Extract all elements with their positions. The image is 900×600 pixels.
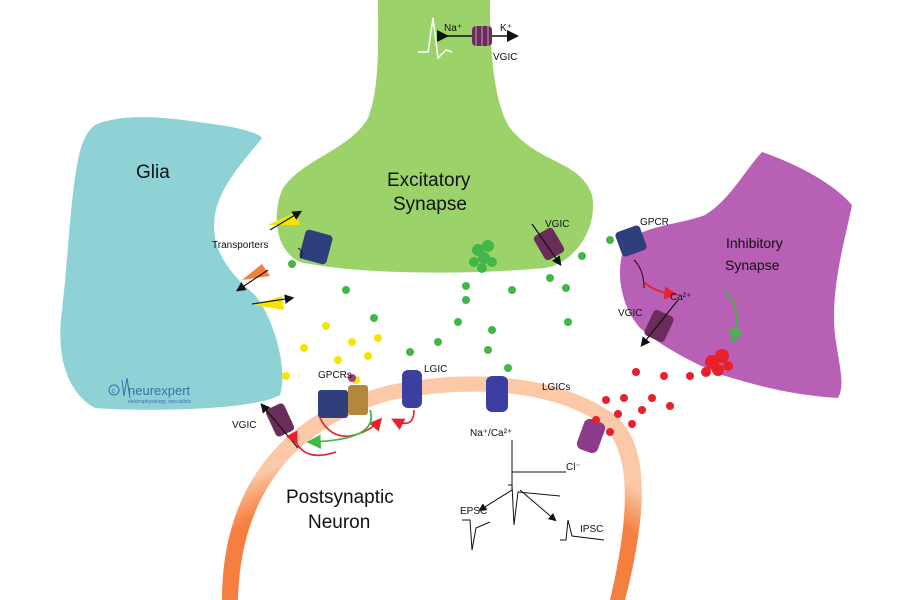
ipsc-label: IPSC bbox=[580, 524, 603, 535]
gpcrs-label: GPCRs bbox=[318, 370, 352, 381]
purple-dot bbox=[348, 374, 356, 382]
gaba-vesicle bbox=[701, 349, 733, 377]
excitatory-label-line2: Synapse bbox=[393, 194, 467, 215]
logo-text: neurexpert bbox=[128, 383, 191, 398]
yellow-ligand-molecules bbox=[282, 322, 382, 384]
postsynaptic-label-line1: Postsynaptic bbox=[286, 487, 394, 508]
transporter-yellow-top bbox=[268, 210, 303, 231]
ca-cycle-arrow bbox=[724, 289, 744, 344]
lgic-central bbox=[486, 376, 508, 412]
action-potential-trace bbox=[418, 17, 453, 60]
current-branch-lines bbox=[478, 440, 566, 522]
top-vgic bbox=[437, 26, 519, 46]
vgic-inhibitory-label: VGIC bbox=[618, 308, 642, 319]
gpcr-inhibitory bbox=[615, 225, 678, 300]
vgic-top-label: VGIC bbox=[493, 52, 517, 63]
epsc-trace bbox=[462, 519, 491, 551]
excitatory-synapse bbox=[276, 0, 594, 273]
inhibitory-label-line2: Synapse bbox=[725, 257, 780, 273]
lgic-postsynaptic bbox=[391, 370, 422, 431]
lgic-label: LGIC bbox=[424, 364, 447, 375]
excitatory-label-line1: Excitatory bbox=[387, 170, 471, 191]
gpcr-excitatory bbox=[297, 229, 333, 265]
logo-tagline: electrophysiology specialists bbox=[128, 399, 192, 405]
gpcr-postsynaptic bbox=[306, 385, 383, 449]
gpcr-label: GPCR bbox=[640, 217, 669, 228]
vgic-inhibitory-channel bbox=[640, 299, 679, 347]
epsc-label: EPSC bbox=[460, 506, 487, 517]
glutamate-molecules bbox=[288, 236, 614, 372]
inhibitory-label-line1: Inhibitory bbox=[726, 235, 783, 251]
postsynaptic-neuron-body bbox=[238, 391, 625, 600]
vgic-neuron-label: VGIC bbox=[232, 420, 256, 431]
ipsc-trace bbox=[560, 519, 605, 541]
transporter-orange bbox=[236, 264, 270, 292]
transporters-label: Transporters bbox=[212, 240, 268, 251]
glia-cell bbox=[60, 117, 283, 410]
cl-label: Cl⁻ bbox=[566, 462, 581, 473]
lgics-label: LGICs bbox=[542, 382, 570, 393]
vgic-excitatory-label: VGIC bbox=[545, 219, 569, 230]
current-trace-center bbox=[508, 484, 561, 526]
svg-text:c: c bbox=[112, 388, 116, 395]
neurexpert-logo: c neurexpert electrophysiology specialis… bbox=[108, 377, 192, 405]
postsynaptic-label-line2: Neuron bbox=[308, 512, 370, 533]
vgic-neuron-channel bbox=[260, 403, 337, 457]
transporter-yellow-bottom bbox=[251, 294, 295, 310]
ca-inhibitory-label: Ca²⁺ bbox=[670, 292, 691, 303]
vgic-excitatory-channel bbox=[531, 223, 565, 266]
k-top-label: K⁺ bbox=[500, 23, 512, 34]
glia-label: Glia bbox=[136, 162, 170, 183]
gaba-molecules bbox=[592, 368, 694, 436]
glutamate-vesicle bbox=[469, 240, 497, 273]
inhibitory-synapse bbox=[620, 152, 852, 398]
na-top-label: Na⁺ bbox=[444, 23, 462, 34]
cl-channel bbox=[576, 418, 606, 454]
na-ca-label: Na⁺/Ca²⁺ bbox=[470, 428, 512, 439]
